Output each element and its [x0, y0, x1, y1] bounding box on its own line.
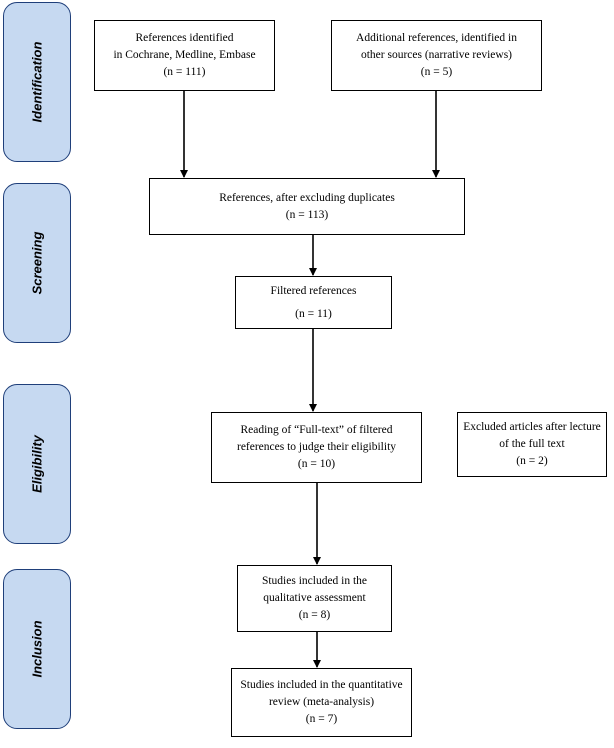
stage-label-identification: Identification	[29, 41, 45, 123]
box-qualitative-line-2: qualitative assessment	[263, 592, 366, 605]
stage-label-screening: Screening	[29, 231, 45, 295]
box-after-duplicates-line-2: (n = 113)	[285, 208, 329, 221]
stage-identification: Identification	[3, 2, 71, 162]
stage-label-inclusion: Inclusion	[29, 620, 45, 678]
box-identified-databases-line-2: in Cochrane, Medline, Embase	[113, 49, 256, 62]
box-full-text-line-2: references to judge their eligibility	[236, 441, 397, 454]
stage-label-eligibility: Eligibility	[29, 435, 45, 493]
box-after-duplicates: References, after excluding duplicates (…	[149, 178, 465, 235]
box-after-duplicates-line-1: References, after excluding duplicates	[219, 191, 395, 204]
box-filtered-line-2: (n = 11)	[295, 307, 332, 320]
box-full-text-line-1: Reading of “Full-text” of filtered	[240, 424, 393, 437]
box-excluded: Excluded articles after lecture of the f…	[457, 412, 607, 477]
box-full-text: Reading of “Full-text” of filtered refer…	[211, 412, 422, 483]
box-quantitative-line-2: review (meta-analysis)	[268, 696, 375, 709]
box-qualitative-line-3: (n = 8)	[298, 608, 331, 621]
box-excluded-line-2: of the full text	[499, 438, 565, 451]
box-identified-databases-line-1: References identified	[135, 32, 234, 45]
box-quantitative-line-1: Studies included in the quantitative	[240, 679, 403, 692]
box-quantitative: Studies included in the quantitative rev…	[231, 668, 412, 737]
box-quantitative-line-3: (n = 7)	[305, 712, 338, 725]
box-identified-other: Additional references, identified in oth…	[331, 20, 542, 91]
box-identified-other-line-1: Additional references, identified in	[356, 32, 517, 45]
box-qualitative-line-1: Studies included in the	[261, 575, 368, 588]
stage-eligibility: Eligibility	[3, 384, 71, 544]
box-excluded-line-3: (n = 2)	[516, 454, 548, 467]
box-filtered: Filtered references (n = 11)	[235, 276, 392, 329]
box-qualitative: Studies included in the qualitative asse…	[237, 565, 392, 632]
box-identified-databases: References identified in Cochrane, Medli…	[94, 20, 275, 91]
box-identified-databases-line-3: (n = 111)	[163, 65, 206, 78]
box-full-text-line-3: (n = 10)	[297, 457, 336, 470]
box-identified-other-line-3: (n = 5)	[420, 65, 453, 78]
box-filtered-line-1: Filtered references	[270, 284, 357, 297]
box-identified-other-line-2: other sources (narrative reviews)	[360, 49, 513, 62]
box-excluded-line-1: Excluded articles after lecture	[463, 421, 601, 434]
stage-inclusion: Inclusion	[3, 569, 71, 729]
stage-screening: Screening	[3, 183, 71, 343]
